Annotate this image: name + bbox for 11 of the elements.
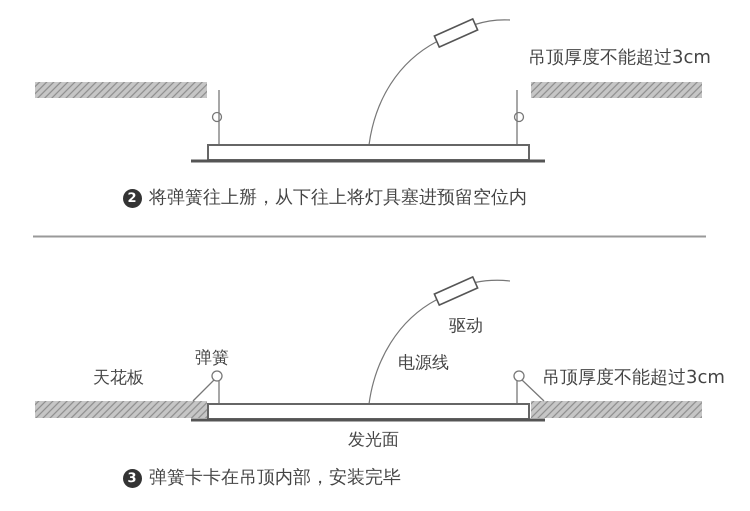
note-text: 吊顶厚度不能超过3cm [528,49,711,67]
part-label: 天花板 [93,370,144,386]
part-label: 驱动 [449,318,483,334]
part-label: 弹簧 [195,350,229,366]
step-number: 3 [122,468,142,488]
step-number: 2 [122,188,142,208]
step-caption: 弹簧卡卡在吊顶内部，安装完毕 [149,469,401,487]
step-caption: 将弹簧往上掰，从下往上将灯具塞进预留空位内 [149,189,527,207]
part-label: 电源线 [398,354,449,372]
note-text: 吊顶厚度不能超过3cm [542,369,725,387]
part-label: 发光面 [348,432,399,448]
